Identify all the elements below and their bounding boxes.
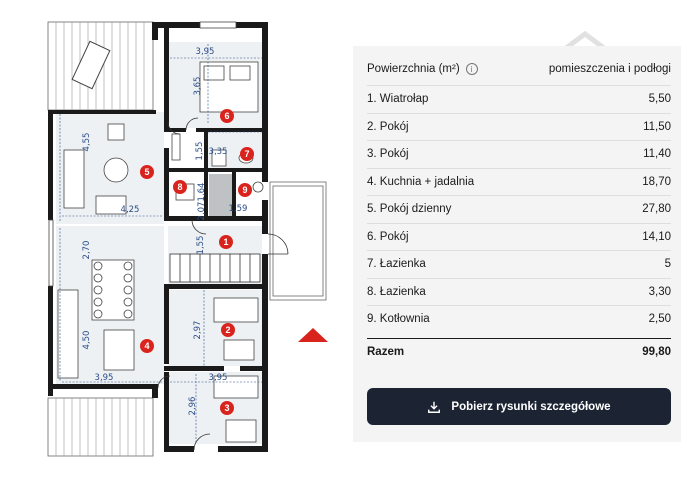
dimension-label: 4,25: [121, 205, 140, 215]
room-number: 1: [223, 237, 228, 247]
dimension-label: 2,70: [82, 241, 92, 260]
dimension-label: 2,96: [188, 397, 198, 416]
room-number-badge: 2: [221, 323, 235, 337]
terrace-bottom: [47, 397, 154, 457]
room-number: 9: [242, 185, 247, 195]
area-header-type: pomieszczenia i podłogi: [548, 63, 671, 75]
total-label: Razem: [367, 345, 405, 358]
room-name: 8. Łazienka: [367, 285, 426, 298]
furniture: [57, 61, 264, 443]
dimension-label: 1,64: [197, 183, 207, 202]
terrace-top: [47, 21, 154, 111]
room-number-badge: 1: [219, 235, 233, 249]
room-number: 5: [144, 167, 149, 177]
dimension-label: 4,55: [82, 133, 92, 152]
dimension-label: 3,95: [196, 47, 215, 57]
room-area: 11,50: [643, 120, 671, 133]
room-number-badge: 9: [238, 183, 252, 197]
room-number-badge: 7: [240, 147, 254, 161]
room-number-badge: 6: [220, 109, 234, 123]
dimension-label: 1,55: [196, 236, 206, 255]
room-number-badge: 4: [140, 339, 154, 353]
room-row: 3. Pokój 11,40: [367, 140, 671, 168]
room-number-badge: 5: [140, 165, 154, 179]
dimension-label: 1,55: [195, 142, 205, 161]
room-area: 3,30: [648, 285, 671, 298]
area-panel: Powierzchnia (m²) i pomieszczenia i podł…: [353, 46, 681, 442]
doors: [157, 117, 211, 451]
floor-plan: 3,95 3,65 4,55 1,55 3,35 1,642,07 1,59 4,25 2,70…: [47, 21, 328, 457]
room-row: 5. Pokój dzienny 27,80: [367, 195, 671, 223]
dimension-label: 2,07: [197, 202, 207, 221]
room-area: 18,70: [642, 175, 671, 188]
room-row: 7. Łazienka 5: [367, 250, 671, 278]
dimension-lines: [59, 44, 262, 444]
area-header-label: Powierzchnia (m²): [367, 63, 460, 75]
room-name: 2. Pokój: [367, 120, 409, 133]
dimension-label: 3,95: [209, 373, 228, 383]
dimension-label: 4,50: [82, 331, 92, 350]
room-row: 2. Pokój 11,50: [367, 112, 671, 141]
total-value: 99,80: [642, 345, 671, 358]
download-drawings-button[interactable]: Pobierz rysunki szczegółowe: [367, 388, 671, 425]
room-list: 1. Wiatrołap 5,50 2. Pokój 11,50 3. Pokój 11,…: [353, 85, 681, 333]
room-number-badge: 3: [220, 401, 234, 415]
room-row: 9. Kotłownia 2,50: [367, 305, 671, 333]
room-number: 2: [225, 325, 230, 335]
dimension-label: 3,65: [193, 77, 203, 96]
total-row: Razem 99,80: [367, 338, 671, 364]
table-header: Powierzchnia (m²) i pomieszczenia i podł…: [367, 58, 671, 80]
room-number-badge: 8: [173, 180, 187, 194]
entrance-arrow-icon: [298, 328, 328, 342]
room-name: 7. Łazienka: [367, 258, 426, 271]
room-area: 2,50: [648, 313, 671, 326]
room-number: 8: [177, 182, 182, 192]
download-icon: [428, 401, 441, 413]
room-area: 27,80: [642, 203, 671, 216]
download-label: Pobierz rysunki szczegółowe: [451, 400, 611, 413]
room-name: 6. Pokój: [367, 230, 409, 243]
room-name: 5. Pokój dzienny: [367, 203, 452, 216]
windows: [48, 21, 237, 287]
room-area: 5: [664, 258, 671, 271]
room-row: 8. Łazienka 3,30: [367, 277, 671, 306]
room-area: 14,10: [642, 230, 671, 243]
dimension-label: 2,97: [193, 321, 203, 340]
dimension-label: 3,95: [95, 373, 114, 383]
room-area: 11,40: [643, 148, 671, 161]
dimension-label: 1,59: [229, 204, 248, 214]
room-number: 3: [224, 403, 229, 413]
header-left: Powierzchnia (m²) i: [367, 63, 478, 75]
dimension-label: 3,35: [209, 147, 228, 157]
room-name: 4. Kuchnia + jadalnia: [367, 175, 475, 188]
room-name: 3. Pokój: [367, 148, 409, 161]
room-row: 4. Kuchnia + jadalnia 18,70: [367, 167, 671, 196]
room-name: 1. Wiatrołap: [367, 93, 429, 106]
room-area: 5,50: [648, 93, 671, 106]
boiler-room-floor: [209, 174, 235, 216]
room-number: 6: [224, 111, 229, 121]
room-number: 7: [244, 149, 249, 159]
room-row: 6. Pokój 14,10: [367, 222, 671, 251]
entrance-porch: [267, 181, 327, 301]
room-row: 1. Wiatrołap 5,50: [367, 85, 671, 113]
room-number: 4: [144, 341, 149, 351]
room-name: 9. Kotłownia: [367, 313, 430, 326]
stairs: [169, 253, 261, 283]
info-icon[interactable]: i: [465, 63, 478, 75]
